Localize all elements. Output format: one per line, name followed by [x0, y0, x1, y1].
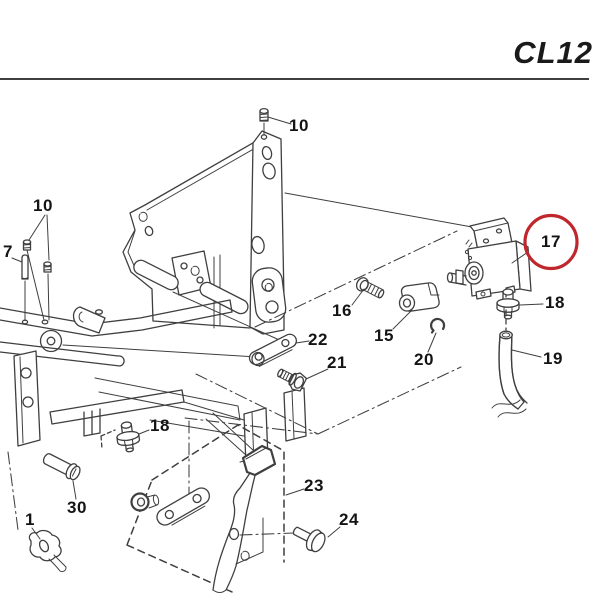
- tube-19: [491, 330, 528, 418]
- frame-roller: [39, 329, 63, 353]
- part-label-18: 18: [545, 293, 565, 312]
- pin-7: [21, 254, 29, 321]
- fitting-18-left: [114, 419, 142, 454]
- highlight-circle: [523, 213, 579, 271]
- leader-lines: [11, 116, 544, 540]
- part-label-15: 15: [374, 326, 394, 345]
- main-frame-bracket: [0, 130, 307, 467]
- part-label-21: 21: [327, 353, 347, 372]
- part-label-1: 1: [25, 510, 35, 529]
- part-label-17-highlighted: 17: [541, 232, 561, 251]
- fitting-18-left-position-mark: [100, 429, 116, 450]
- pin-24: [292, 526, 326, 553]
- spacer-15: [398, 282, 440, 312]
- page-title: CL12: [513, 35, 593, 70]
- fitting-18-right: [496, 288, 520, 320]
- bolt-21: [277, 368, 308, 392]
- part-label-19: 19: [543, 349, 563, 368]
- part-label-22: 22: [308, 330, 328, 349]
- link-22: [248, 333, 297, 367]
- solenoid-valve-17: [446, 217, 532, 300]
- part-label-10: 10: [33, 196, 53, 215]
- header-rule: [0, 78, 589, 80]
- part-label-23: 23: [304, 476, 324, 495]
- bolt-16: [355, 277, 385, 299]
- part-label-24: 24: [339, 510, 359, 529]
- pin-30: [42, 453, 81, 481]
- part-label-16: 16: [332, 301, 352, 320]
- part-label-10: 10: [289, 116, 309, 135]
- snap-ring-20: [429, 317, 446, 334]
- hook-part-1: [28, 529, 67, 573]
- part-label-20: 20: [414, 350, 434, 369]
- part-label-7: 7: [3, 242, 13, 261]
- bolt-10-top: [259, 107, 269, 136]
- part-label-18: 18: [150, 416, 170, 435]
- lever-assembly-23: [126, 412, 295, 593]
- bolts-10-left: [22, 239, 52, 321]
- part-label-30: 30: [67, 498, 87, 517]
